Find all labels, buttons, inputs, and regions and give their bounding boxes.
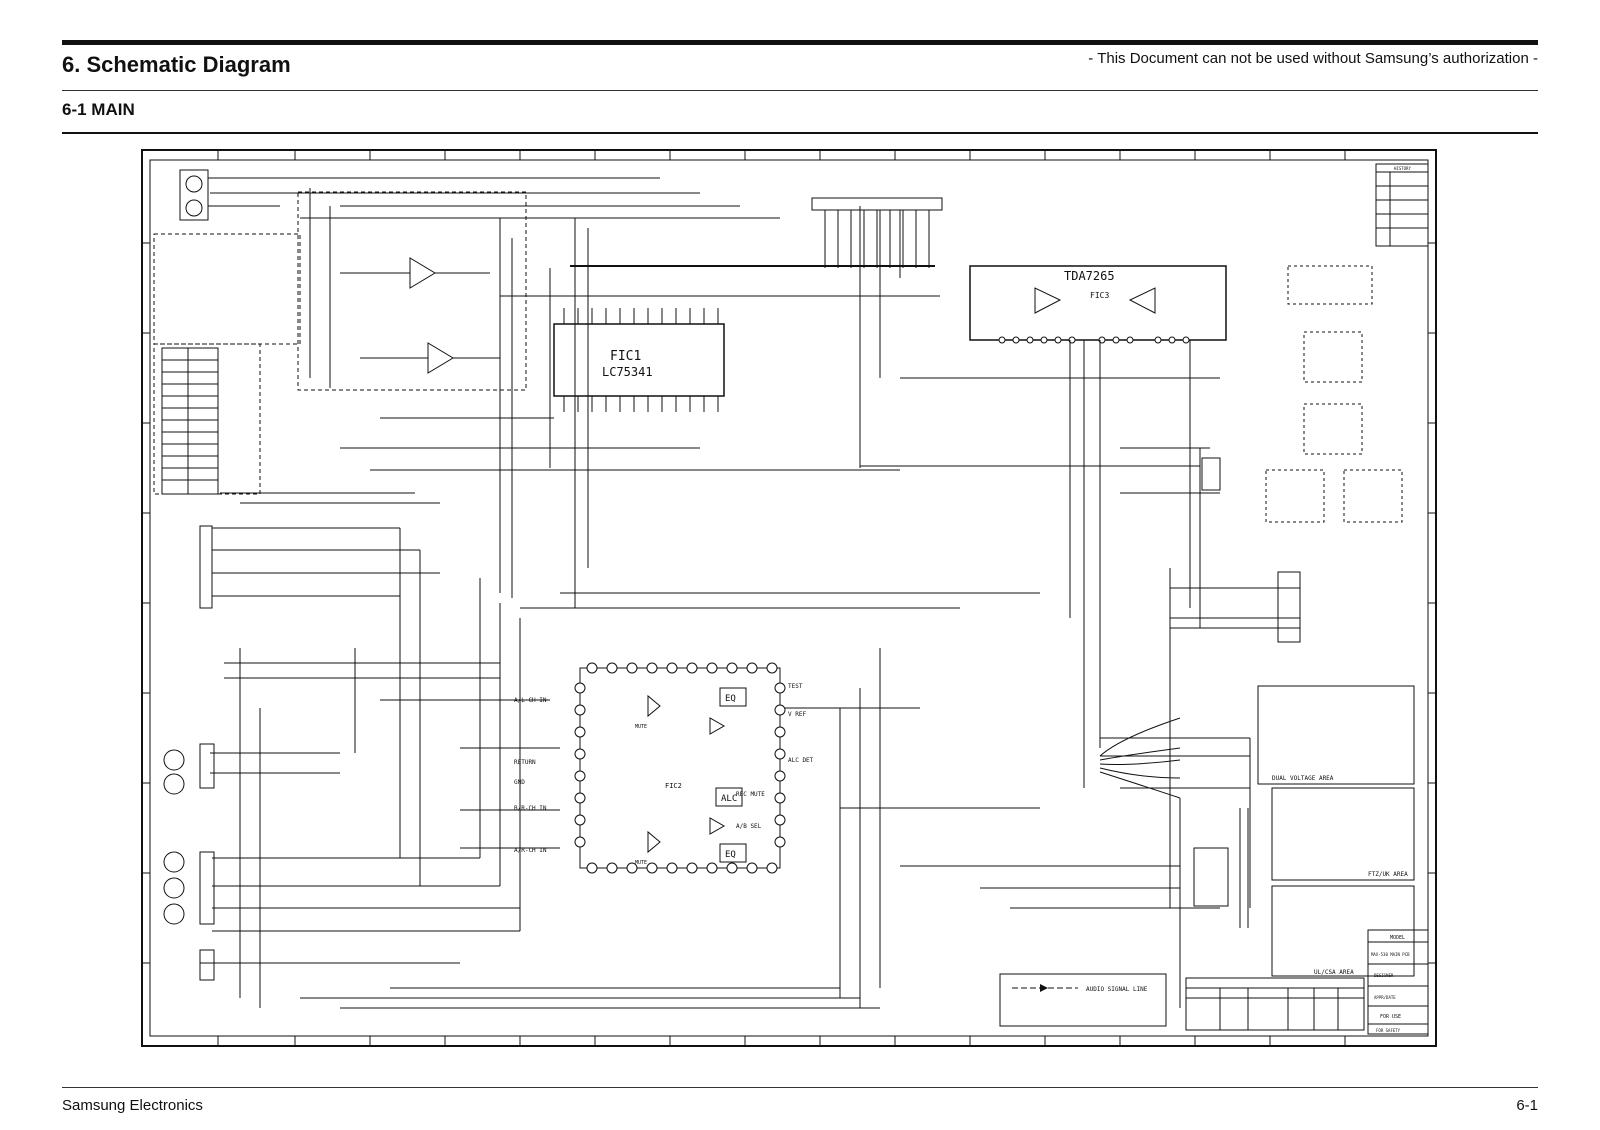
authorization-notice: - This Document can not be used without … <box>1088 50 1538 67</box>
area-ftz-label: FTZ/UK AREA <box>1368 871 1408 878</box>
appr-label: APPR/DATE <box>1374 995 1396 1000</box>
diagram-frame <box>141 149 1437 1047</box>
wiring <box>239 188 1251 1008</box>
op-amps <box>340 257 500 374</box>
option-table <box>1185 977 1365 1031</box>
ic-fic2-label: FIC2 <box>665 782 682 790</box>
page-number: 6-1 <box>1516 1097 1538 1114</box>
grid-ticks <box>142 150 1436 1046</box>
pin-label: ALC DET <box>788 757 814 764</box>
area-labels: DUAL VOLTAGE AREA FTZ/UK AREA UL/CSA ARE… <box>1272 775 1408 976</box>
divider <box>62 1087 1538 1088</box>
pin-label: RETURN <box>514 759 536 766</box>
divider <box>62 90 1538 91</box>
area-dual-label: DUAL VOLTAGE AREA <box>1272 775 1334 782</box>
history-label: HISTORY <box>1394 166 1411 171</box>
for-safety-label: FOR SAFETY <box>1376 1028 1401 1033</box>
pin-label: A/B SEL <box>736 823 762 830</box>
title-block: MODEL MAX-530 MAIN PCB DESIGNER APPR/DAT… <box>1367 929 1429 1035</box>
power-section <box>1193 265 1415 977</box>
area-ul-label: UL/CSA AREA <box>1314 969 1354 976</box>
wiring <box>200 177 1300 1009</box>
pin-label: A/L-CH IN <box>514 697 547 704</box>
divider <box>62 132 1538 134</box>
tuner-pack-connector <box>811 197 943 268</box>
legend: AUDIO SIGNAL LINE <box>999 973 1167 1027</box>
dashed-region <box>297 191 527 391</box>
pin-label: TEST <box>788 683 803 690</box>
pin-labels: A/L-CH IN RETURN GND B/R-CH IN A/R-CH IN… <box>514 683 814 854</box>
ic-tda7265: TDA7265 FIC3 <box>969 265 1227 344</box>
legend-label: AUDIO SIGNAL LINE <box>1086 986 1148 993</box>
history-block: HISTORY <box>1375 163 1429 247</box>
dashed-region <box>153 233 301 345</box>
schematic-diagram: FIC1 LC75341 TDA7265 FIC3 <box>141 149 1437 1047</box>
page-title: 6. Schematic Diagram <box>62 52 291 77</box>
ic-fic1-label: FIC1 <box>610 349 641 364</box>
designer-label: DESIGNER <box>1374 973 1394 978</box>
mute-label-2: MUTE <box>635 860 647 866</box>
model-label: MODEL <box>1390 935 1405 941</box>
top-rule <box>62 40 1538 45</box>
rca-jacks <box>163 525 215 981</box>
wiring-bundle <box>1099 717 1181 799</box>
for-use-label: FOR USE <box>1380 1014 1401 1020</box>
pin-label: A/R-CH IN <box>514 847 547 854</box>
model-value: MAX-530 MAIN PCB <box>1371 952 1410 957</box>
connector-table <box>161 347 219 495</box>
pin-label: GND <box>514 779 525 786</box>
ic-fic2: FIC2 EQ ALC EQ MUTE MUTE <box>574 662 786 874</box>
mute-label: MUTE <box>635 724 647 730</box>
section-title: 6-1 MAIN <box>62 100 135 119</box>
pin-label: REC MUTE <box>736 791 765 798</box>
ic-tda7265-label: TDA7265 <box>1064 269 1115 283</box>
ic-fic1: FIC1 LC75341 <box>553 308 725 412</box>
ic-tda7265-ref: FIC3 <box>1090 291 1109 300</box>
eq-label: EQ <box>725 694 736 704</box>
eq-label-2: EQ <box>725 850 736 860</box>
pin-label: V REF <box>788 711 806 718</box>
alc-label: ALC <box>721 794 737 804</box>
footer-company: Samsung Electronics <box>62 1097 203 1114</box>
ic-fic1-part: LC75341 <box>602 365 653 379</box>
pin-label: B/R-CH IN <box>514 805 547 812</box>
